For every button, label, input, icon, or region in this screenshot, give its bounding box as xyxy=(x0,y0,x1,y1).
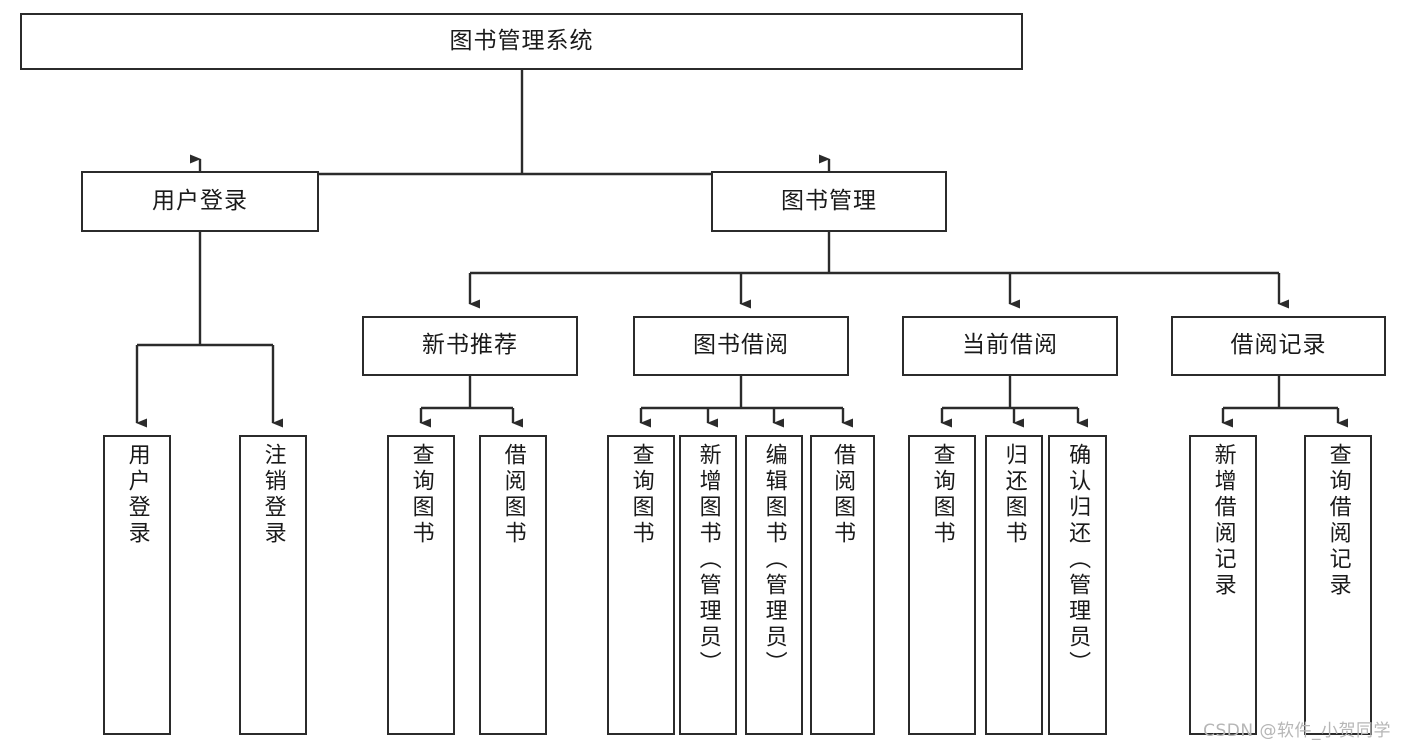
node-leaf-br-query[interactable]: 查询借阅记录 xyxy=(1304,435,1372,735)
node-leaf-cb-return[interactable]: 归还图书 xyxy=(985,435,1043,735)
node-label: 查询借阅记录 xyxy=(1325,443,1351,599)
node-leaf-user-logout[interactable]: 注销登录 xyxy=(239,435,307,735)
node-leaf-cb-confirm[interactable]: 确认归还（管理员） xyxy=(1048,435,1107,735)
node-leaf-cb-query[interactable]: 查询图书 xyxy=(908,435,976,735)
node-user-login[interactable]: 用户登录 xyxy=(81,171,319,232)
node-leaf-user-login[interactable]: 用户登录 xyxy=(103,435,171,735)
node-leaf-bb-query[interactable]: 查询图书 xyxy=(607,435,675,735)
node-label: 新增图书（管理员） xyxy=(695,443,721,677)
node-label: 当前借阅 xyxy=(962,332,1058,359)
node-label: 图书借阅 xyxy=(693,332,789,359)
node-leaf-rec-query[interactable]: 查询图书 xyxy=(387,435,455,735)
node-label: 编辑图书（管理员） xyxy=(761,443,787,677)
node-label: 用户登录 xyxy=(124,443,150,547)
node-book-manage[interactable]: 图书管理 xyxy=(711,171,947,232)
node-leaf-bb-edit[interactable]: 编辑图书（管理员） xyxy=(745,435,803,735)
node-label: 确认归还（管理员） xyxy=(1065,443,1091,677)
node-leaf-bb-add[interactable]: 新增图书（管理员） xyxy=(679,435,737,735)
node-label: 借阅图书 xyxy=(500,443,526,547)
node-label: 用户登录 xyxy=(152,187,248,214)
node-label: 借阅图书 xyxy=(830,443,856,547)
node-new-book-rec[interactable]: 新书推荐 xyxy=(362,316,578,376)
node-label: 新书推荐 xyxy=(422,332,518,359)
node-label: 新增借阅记录 xyxy=(1210,443,1236,599)
node-label: 归还图书 xyxy=(1001,443,1027,547)
node-label: 注销登录 xyxy=(260,443,286,547)
node-book-borrow[interactable]: 图书借阅 xyxy=(633,316,849,376)
node-label: 借阅记录 xyxy=(1230,332,1327,359)
node-label: 图书管理 xyxy=(781,187,877,214)
node-label: 查询图书 xyxy=(929,443,955,547)
node-leaf-rec-borrow[interactable]: 借阅图书 xyxy=(479,435,547,735)
node-current-borrow[interactable]: 当前借阅 xyxy=(902,316,1118,376)
node-borrow-record[interactable]: 借阅记录 xyxy=(1171,316,1386,376)
node-label: 查询图书 xyxy=(408,443,434,547)
node-label: 图书管理系统 xyxy=(449,27,594,54)
node-leaf-bb-borrow[interactable]: 借阅图书 xyxy=(810,435,875,735)
node-leaf-br-add[interactable]: 新增借阅记录 xyxy=(1189,435,1257,735)
node-root[interactable]: 图书管理系统 xyxy=(20,13,1023,70)
node-label: 查询图书 xyxy=(628,443,654,547)
